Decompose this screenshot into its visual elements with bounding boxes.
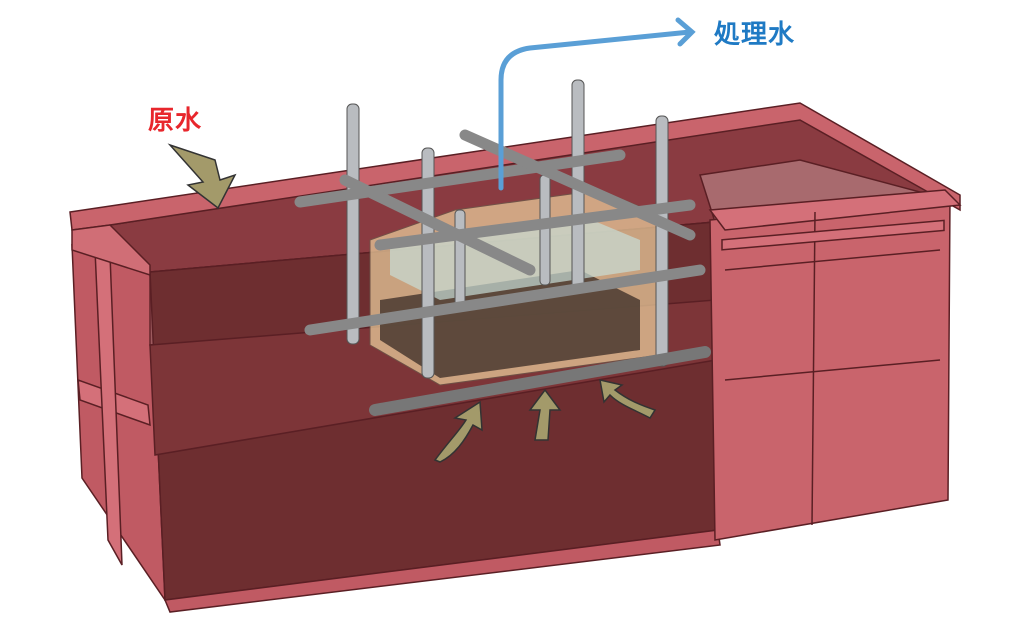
treated-water-arrow-icon xyxy=(498,17,696,191)
upflow-arrow-icon xyxy=(599,379,657,419)
upflow-arrow-icon xyxy=(433,400,483,463)
raw-water-label: 原水 xyxy=(148,106,203,136)
pipe-frame xyxy=(294,79,711,416)
inflow-arrows xyxy=(167,143,657,463)
raw-water-arrow-icon xyxy=(167,143,237,210)
upflow-arrow-icon xyxy=(528,388,562,441)
tank-right-end xyxy=(708,189,962,541)
treated-water-label: 処理水 xyxy=(714,20,796,50)
